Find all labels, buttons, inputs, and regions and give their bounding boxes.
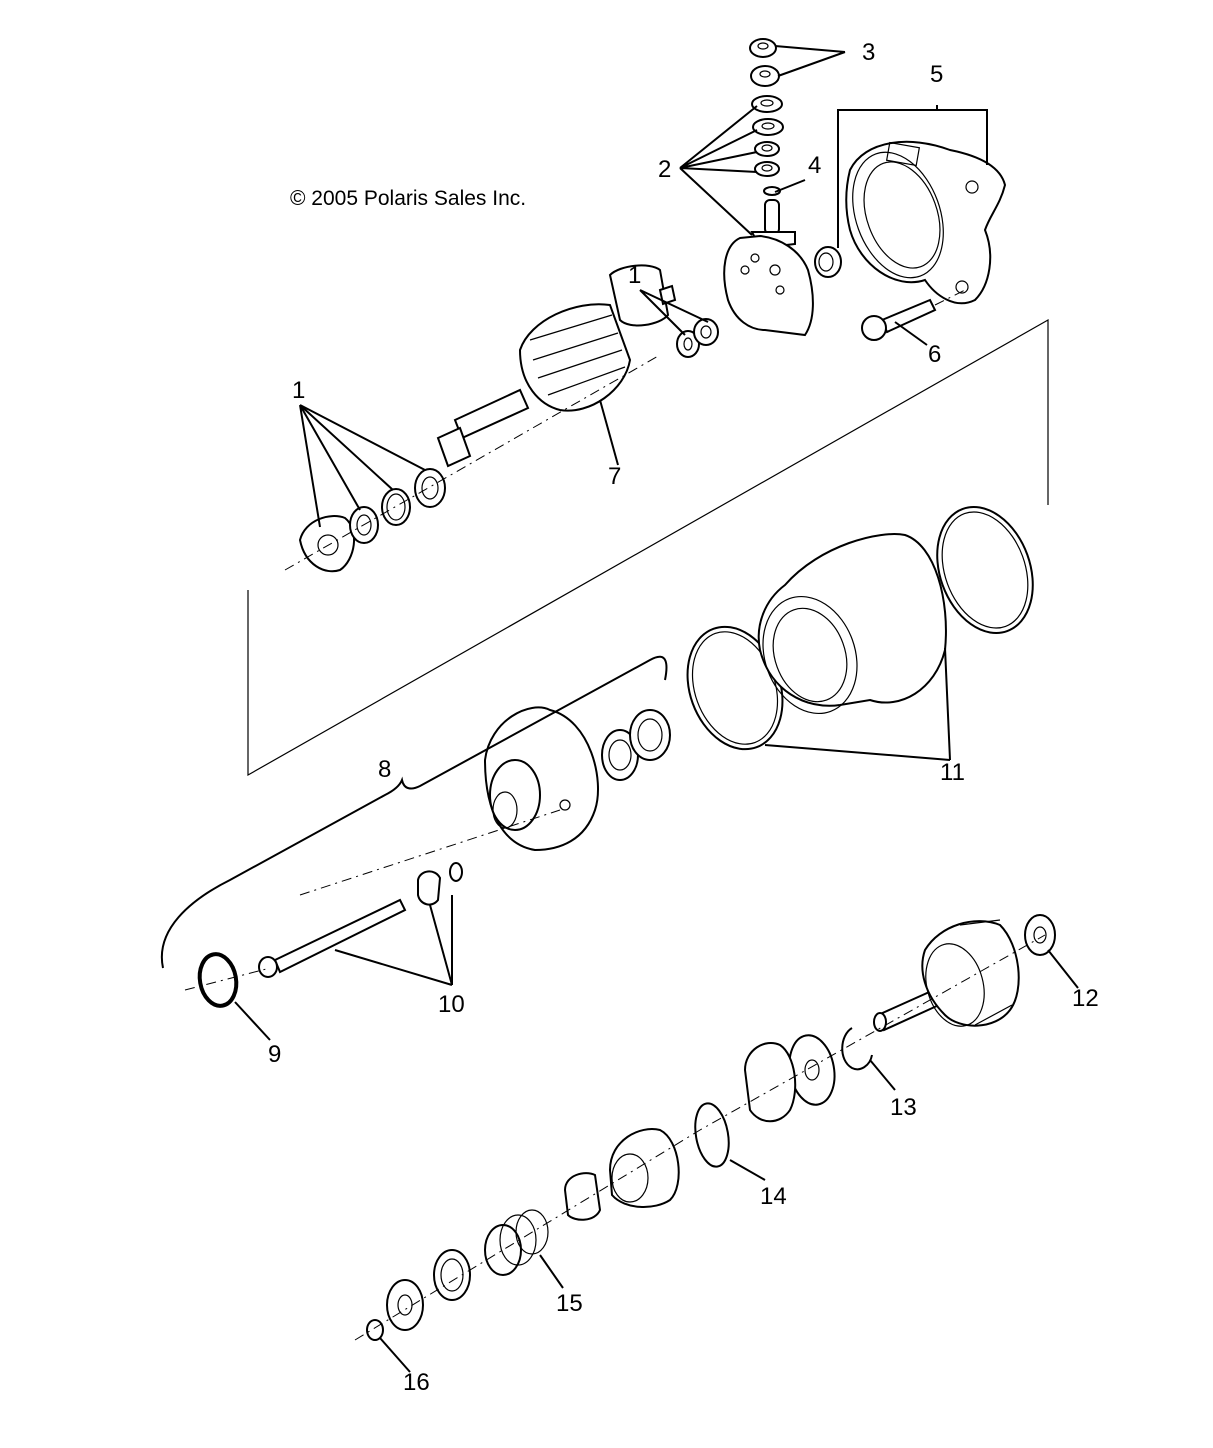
- callout-3: 3: [862, 39, 875, 66]
- collar-set: [386, 1249, 471, 1331]
- callout-1-upper: 1: [628, 262, 641, 289]
- callout-7: 7: [608, 463, 621, 490]
- washer-pair-part-1-upper: [676, 318, 719, 358]
- end-housing-part-5: [814, 140, 1007, 305]
- sleeve: [563, 1172, 602, 1221]
- callout-6: 6: [928, 341, 941, 368]
- callout-5: 5: [930, 61, 943, 88]
- callout-1-lower: 1: [292, 377, 305, 404]
- callout-15: 15: [556, 1290, 583, 1317]
- callout-10: 10: [438, 991, 465, 1018]
- ring-part-9: [197, 952, 239, 1008]
- callout-11: 11: [940, 759, 965, 786]
- callout-2: 2: [658, 156, 671, 183]
- callout-13: 13: [890, 1094, 917, 1121]
- callout-9: 9: [268, 1041, 281, 1068]
- nut-part-3: [749, 38, 780, 87]
- bolt-part-6: [861, 289, 966, 341]
- snap-ring-part-13: [841, 1027, 873, 1071]
- callout-14: 14: [760, 1183, 787, 1210]
- callout-8: 8: [378, 756, 391, 783]
- brush-plate-assembly: [723, 199, 814, 337]
- callout-4: 4: [808, 152, 821, 179]
- spring-part-15: [484, 1209, 549, 1276]
- clip-part-16: [366, 1319, 384, 1341]
- ring-part-14: [694, 1102, 730, 1168]
- end-frame-part-8: [483, 706, 599, 852]
- yoke-assembly-part-11: [686, 506, 1034, 751]
- copyright-text: © 2005 Polaris Sales Inc.: [290, 187, 526, 210]
- armature-part-7: [436, 264, 677, 468]
- callout-12: 12: [1072, 985, 1099, 1012]
- callout-16: 16: [403, 1369, 430, 1396]
- through-bolt-part-10: [258, 862, 463, 978]
- washer-set-part-1-lower: [298, 468, 446, 573]
- pinion-shaft-assembly: [873, 914, 1056, 1032]
- bracket-part-8: [160, 655, 668, 969]
- washer-set-part-2: [751, 95, 784, 177]
- center-lines: [184, 318, 1049, 1341]
- pinion-gear: [608, 1128, 680, 1208]
- leader-lines: [234, 45, 1079, 1373]
- clutch-shell: [743, 1042, 797, 1123]
- bearing-set: [601, 709, 671, 781]
